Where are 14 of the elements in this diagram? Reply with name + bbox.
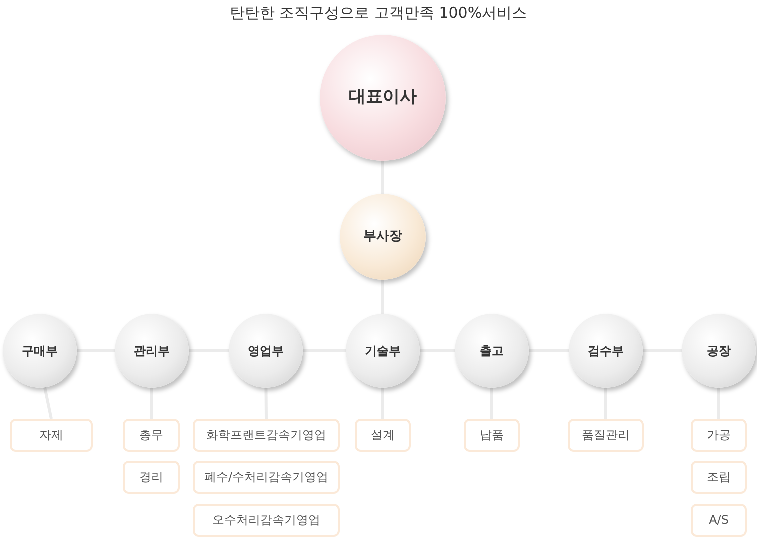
team-box: 경리 xyxy=(123,461,180,494)
team-box: 화학프랜트감속기영업 xyxy=(193,419,340,452)
team-box: 폐수/수처리감속기영업 xyxy=(193,461,340,494)
team-box: 조립 xyxy=(691,461,747,494)
team-box: 납품 xyxy=(464,419,520,452)
connector-line xyxy=(44,387,53,420)
team-box: A/S xyxy=(691,504,747,537)
team-box: 가공 xyxy=(691,419,747,452)
team-box: 총무 xyxy=(123,419,180,452)
chart-title: 탄탄한 조직구성으로 고객만족 100%서비스 xyxy=(230,3,528,24)
team-box: 자제 xyxy=(10,419,93,452)
team-box: 품질관리 xyxy=(568,419,644,452)
team-box: 오수처리감속기영업 xyxy=(193,504,340,537)
team-box: 설계 xyxy=(355,419,411,452)
